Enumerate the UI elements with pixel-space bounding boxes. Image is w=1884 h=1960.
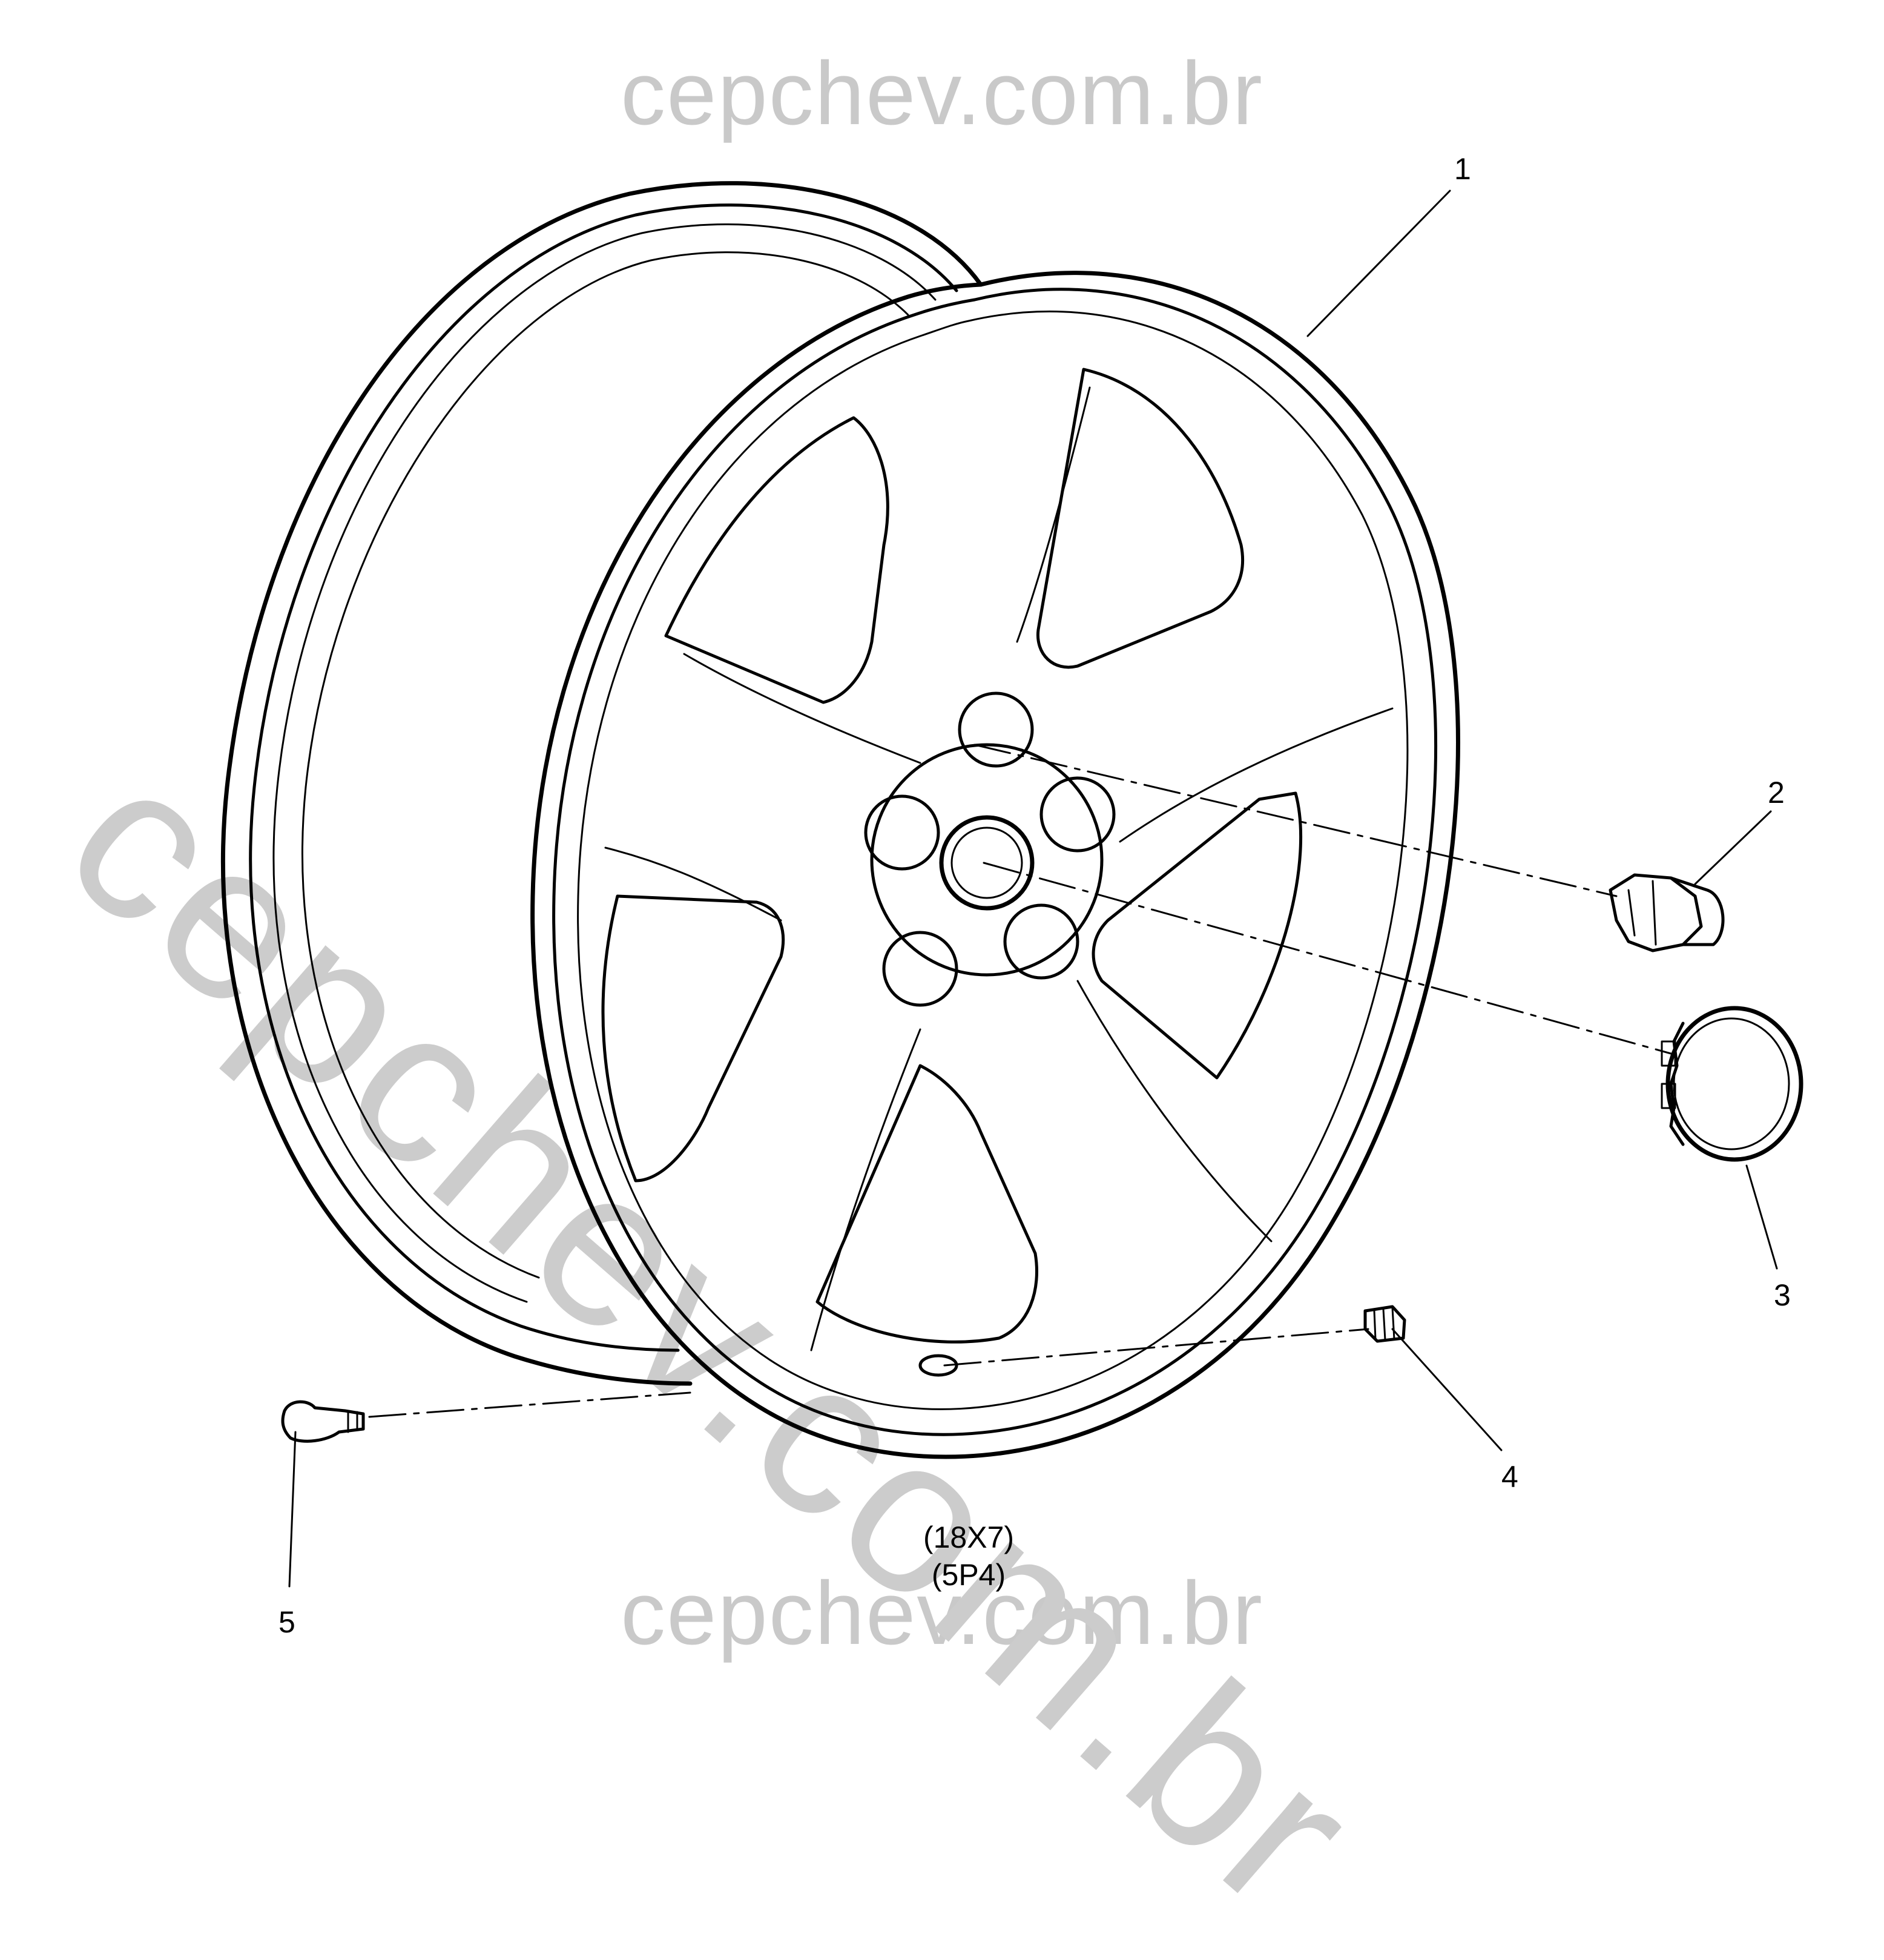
- rear-rim: [221, 181, 983, 1386]
- valve-stem: [281, 1400, 365, 1443]
- watermark-top: cepchev.com.br: [621, 44, 1263, 144]
- lug-hole-top: [958, 691, 1034, 768]
- lug-hole-right: [1039, 776, 1116, 853]
- callout-4: 4: [1501, 1460, 1518, 1494]
- wheel-exploded-diagram: cepchev.com.br cepchev.com.br cepchev.co…: [24, 44, 1803, 1958]
- leader-lines: [288, 190, 1778, 1588]
- valve-cap: [1363, 1305, 1406, 1343]
- watermark-bottom: cepchev.com.br: [621, 1563, 1263, 1663]
- spokes: [604, 386, 1394, 1351]
- valve-hole: [918, 1354, 958, 1377]
- callout-1: 1: [1454, 152, 1471, 186]
- lug-hole-lower-right: [1003, 903, 1079, 980]
- lug-nut: [1609, 873, 1725, 952]
- lug-hole-left: [864, 794, 940, 871]
- wheel-size-label: (18X7): [923, 1520, 1015, 1554]
- center-cap: [1661, 1006, 1803, 1162]
- callout-5: 5: [278, 1605, 295, 1639]
- spoke-windows: [601, 368, 1302, 1344]
- assembly-lines: [368, 744, 1672, 1418]
- lug-hole-lower-left: [882, 931, 958, 1007]
- wheel-drawing: [221, 181, 1803, 1588]
- callout-3: 3: [1774, 1278, 1791, 1312]
- hub: [864, 691, 1116, 1377]
- front-rim: [530, 271, 1460, 1459]
- wheel-option-code: (5P4): [931, 1558, 1006, 1592]
- callout-2: 2: [1768, 776, 1785, 810]
